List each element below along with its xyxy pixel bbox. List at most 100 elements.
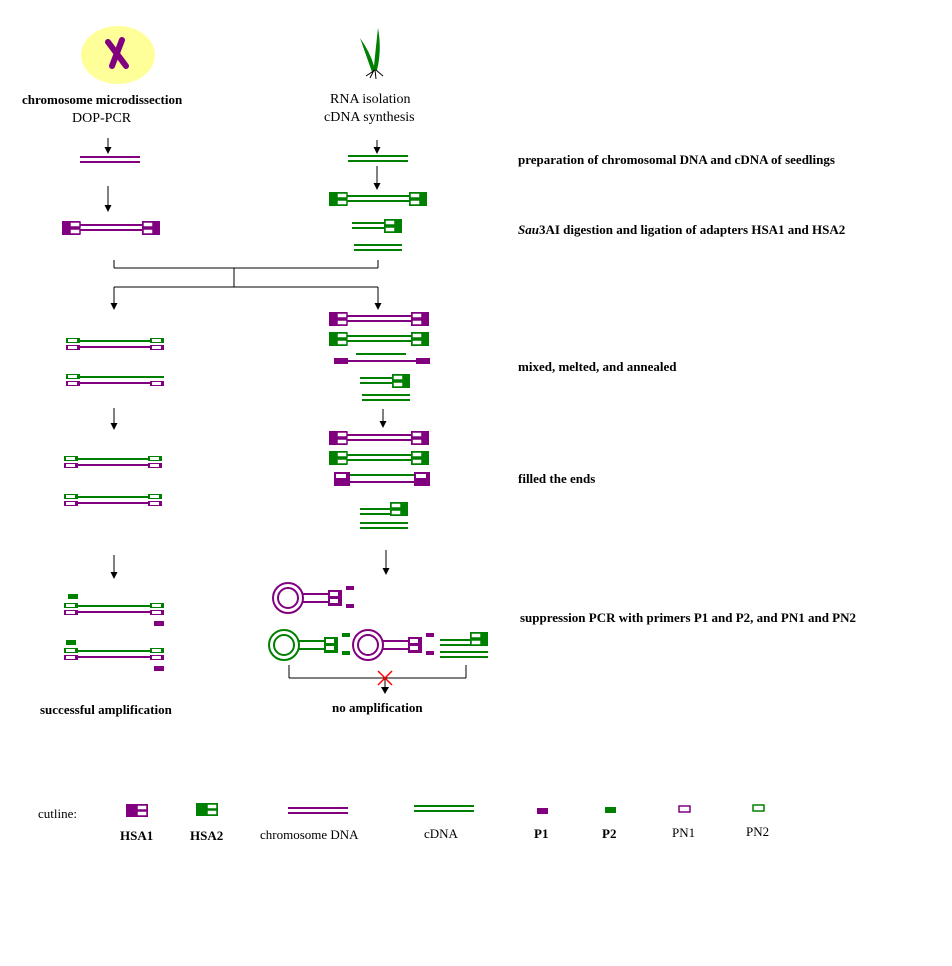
result-success-label: successful amplification — [40, 702, 172, 717]
arrow-head — [104, 147, 112, 154]
stem-window — [326, 646, 334, 650]
legend-label-chromosome-dna: chromosome DNA — [260, 827, 359, 842]
no-amplification-bracket — [288, 665, 467, 694]
cdna-icon — [414, 805, 474, 812]
adapter-window — [336, 451, 348, 458]
amplified-left-1 — [64, 603, 164, 615]
loop-inner — [277, 587, 299, 609]
adapter — [411, 431, 429, 445]
left-primers — [66, 594, 164, 671]
arrow-left-1 — [104, 138, 112, 154]
adapter — [411, 332, 429, 346]
tail-window — [416, 474, 426, 478]
panhandle-chromosome — [272, 582, 354, 614]
mixed-cdna-fragment — [329, 332, 429, 346]
adapter-window — [336, 438, 348, 445]
tail-window — [150, 502, 159, 505]
adapter — [470, 632, 488, 646]
tail-window — [66, 649, 75, 652]
adapter-window — [390, 502, 402, 509]
adapter — [329, 332, 348, 346]
filled-cdna-fragment — [329, 451, 429, 465]
cdna-strand-bare — [440, 651, 488, 658]
step-digestion-rest: 3AI digestion and ligation of adapters H… — [538, 222, 846, 237]
stem-window — [330, 599, 338, 603]
adapter-window — [470, 639, 482, 646]
tail-window — [336, 474, 346, 478]
mixed-cdna-half — [360, 374, 410, 388]
legend-primer — [678, 805, 691, 813]
tail-window — [66, 611, 75, 614]
legend-title: cutline: — [38, 806, 77, 821]
step-preparation-label: preparation of chromosomal DNA and cDNA … — [518, 152, 835, 167]
step-digestion-italic: Sau — [518, 222, 539, 237]
primer-mark — [426, 633, 434, 637]
block-cross — [377, 670, 393, 686]
tail-window — [152, 339, 161, 342]
arrow-head — [110, 572, 118, 579]
arrow-right-1 — [373, 140, 381, 154]
adapter-window — [336, 458, 348, 465]
adapter-window — [336, 339, 348, 346]
legend-window — [136, 804, 148, 811]
adapter-window — [411, 458, 423, 465]
chromosome-dna-icon — [288, 807, 348, 814]
primer-pn2-icon — [752, 804, 765, 812]
tail-window — [150, 457, 159, 460]
amplified-left-2 — [64, 648, 164, 660]
adapter-window — [411, 451, 423, 458]
tail-window — [152, 604, 161, 607]
filled-left-1 — [64, 456, 162, 468]
filled-cdna-bare — [360, 522, 408, 529]
cdna-linear-product — [440, 632, 488, 646]
nucleus-icon — [81, 26, 155, 84]
adapter-window — [411, 319, 423, 326]
legend-window — [206, 809, 218, 816]
source-left-line1: chromosome microdissection — [22, 92, 183, 107]
tail-block — [416, 358, 430, 364]
mixed-chromosome-fragment — [329, 312, 429, 326]
adapter-window — [409, 192, 421, 199]
legend-window — [206, 803, 218, 810]
arrow-right-split — [374, 287, 382, 310]
stem-window — [326, 639, 334, 643]
primer-mark — [346, 604, 354, 608]
tail-window — [152, 346, 161, 349]
source-right-line2: cDNA synthesis — [324, 110, 415, 125]
cdna-fragment-ligated — [329, 192, 427, 206]
tail-block — [334, 358, 348, 364]
adapter-window — [69, 221, 81, 228]
primer-p1-icon — [537, 808, 548, 814]
mixed-cdna-bare — [362, 394, 410, 401]
adapter — [329, 312, 348, 326]
result-failure-label: no amplification — [332, 700, 423, 715]
adapter-hsa2-icon — [196, 803, 218, 816]
adapter-hsa1-icon — [126, 804, 148, 817]
adapter — [384, 219, 402, 233]
primer-p2 — [66, 640, 76, 645]
tail-window — [152, 649, 161, 652]
loop-outer — [268, 629, 300, 661]
primer-mark — [346, 586, 354, 590]
primer-p1 — [154, 621, 164, 626]
legend-label-pn1: PN1 — [672, 825, 696, 840]
filled-left-2 — [64, 494, 162, 506]
stem-window — [410, 639, 418, 643]
adapter-window — [392, 374, 404, 381]
source-left-line2: DOP-PCR — [72, 111, 132, 126]
loop-inner — [357, 634, 379, 656]
tail-window — [66, 656, 75, 659]
chromosome-fragment-ligated — [62, 221, 160, 235]
adapter-window — [409, 199, 421, 206]
arrow-head — [104, 205, 112, 212]
cdna-strand — [348, 155, 408, 162]
loop-outer — [272, 582, 304, 614]
arrow-left-4 — [110, 555, 118, 579]
adapter — [409, 192, 427, 206]
step-suppression-label: suppression PCR with primers P1 and P2, … — [520, 610, 857, 625]
tail-window — [150, 464, 159, 467]
merge-connector — [113, 260, 379, 288]
adapter — [329, 192, 348, 206]
chromosome-arm — [109, 37, 125, 69]
